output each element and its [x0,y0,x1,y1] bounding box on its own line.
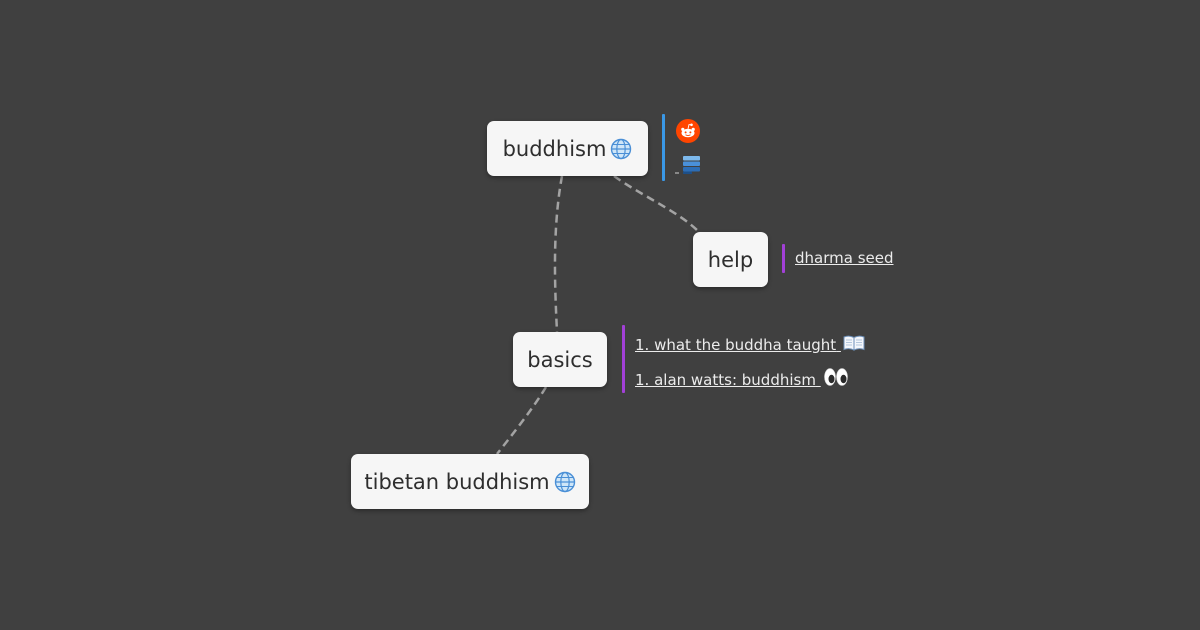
node-tibetan-buddhism[interactable]: tibetan buddhism [351,454,589,509]
node-basics-label: basics [527,347,593,372]
link-alan-watts-buddhism-label: 1. alan watts: buddhism [635,371,816,389]
link-dharma-seed[interactable]: dharma seed [795,249,894,267]
node-tibetan-buddhism-label: tibetan buddhism [364,469,550,494]
reddit-icon[interactable] [676,119,700,143]
globe-icon[interactable] [610,138,632,160]
node-buddhism-label: buddhism [502,136,607,161]
globe-icon[interactable] [554,471,576,493]
basics-links-bar [622,325,625,393]
stack-icon[interactable] [674,154,702,176]
open-book-icon [843,334,865,356]
buddhism-links-bar [662,114,665,181]
edge-buddhism-help [613,174,701,234]
edge-buddhism-basics [553,175,564,333]
link-what-the-buddha-taught[interactable]: 1. what the buddha taught [635,334,865,356]
link-what-the-buddha-taught-label: 1. what the buddha taught [635,336,837,354]
help-links-bar [782,244,785,273]
edge-basics-tibetan [496,386,548,455]
eyes-icon [823,367,849,391]
node-help-label: help [707,247,754,272]
node-help[interactable]: help [693,232,768,287]
node-buddhism[interactable]: buddhism [487,121,648,176]
link-alan-watts-buddhism[interactable]: 1. alan watts: buddhism [635,367,849,391]
node-basics[interactable]: basics [513,332,607,387]
